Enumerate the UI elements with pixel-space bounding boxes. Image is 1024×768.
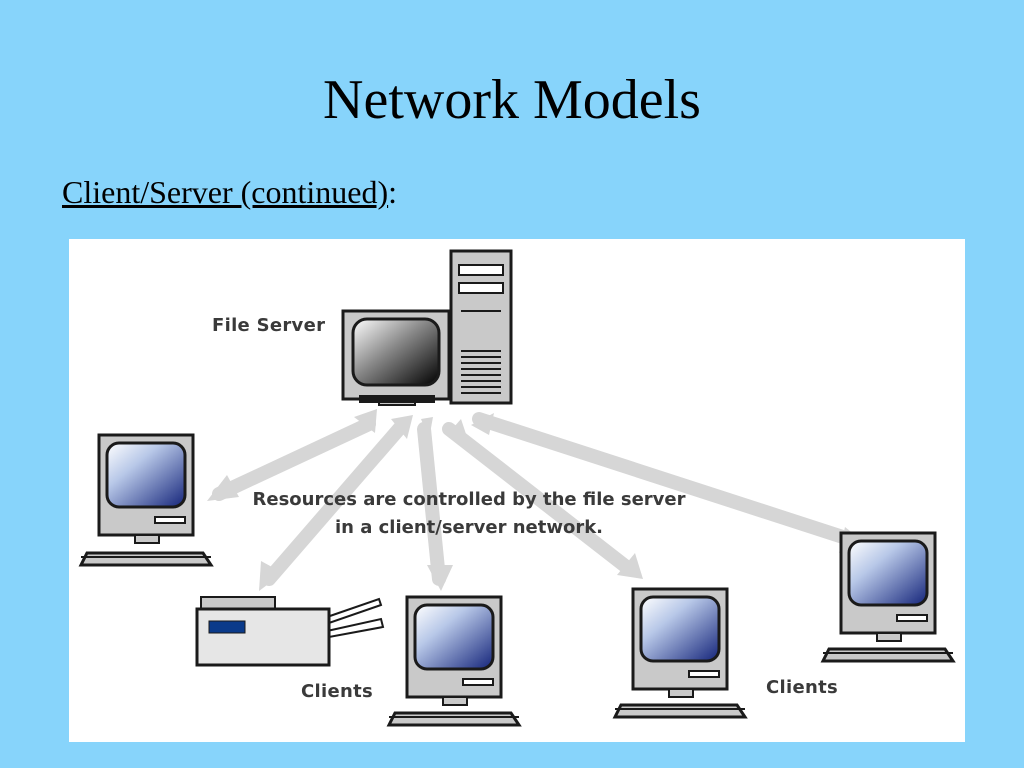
arrow-to-printer — [262, 422, 406, 586]
file-server-label: File Server — [212, 315, 326, 336]
slide-subtitle: Client/Server (continued): — [62, 170, 397, 214]
client-computer-center — [386, 595, 522, 727]
slide-title: Network Models — [323, 69, 701, 131]
client-computer-right — [612, 587, 748, 719]
caption-line-2: in a client/server network. — [334, 517, 604, 538]
client-computer-far-right — [820, 531, 956, 663]
network-diagram: File Server Resources are controlled by … — [69, 239, 965, 742]
arrow-to-right-client — [442, 422, 636, 576]
subtitle-underlined: Client/Server (continued) — [62, 174, 389, 210]
caption-line-1: Resources are controlled by the file ser… — [252, 489, 686, 510]
arrow-to-left-client — [212, 417, 376, 501]
file-server-monitor — [341, 309, 451, 406]
arrow-to-center-client — [417, 422, 446, 586]
connection-arrows — [212, 412, 856, 586]
subtitle-suffix: : — [388, 174, 398, 210]
clients-label-right: Clients — [766, 677, 838, 698]
file-server-tower — [449, 249, 513, 405]
diagram-graphics — [78, 249, 956, 727]
diagram-caption: Resources are controlled by the file ser… — [219, 486, 719, 542]
printer — [195, 596, 385, 667]
clients-label-left: Clients — [301, 681, 373, 702]
arrow-to-far-right-client — [472, 412, 856, 546]
client-computer-left — [78, 433, 214, 567]
